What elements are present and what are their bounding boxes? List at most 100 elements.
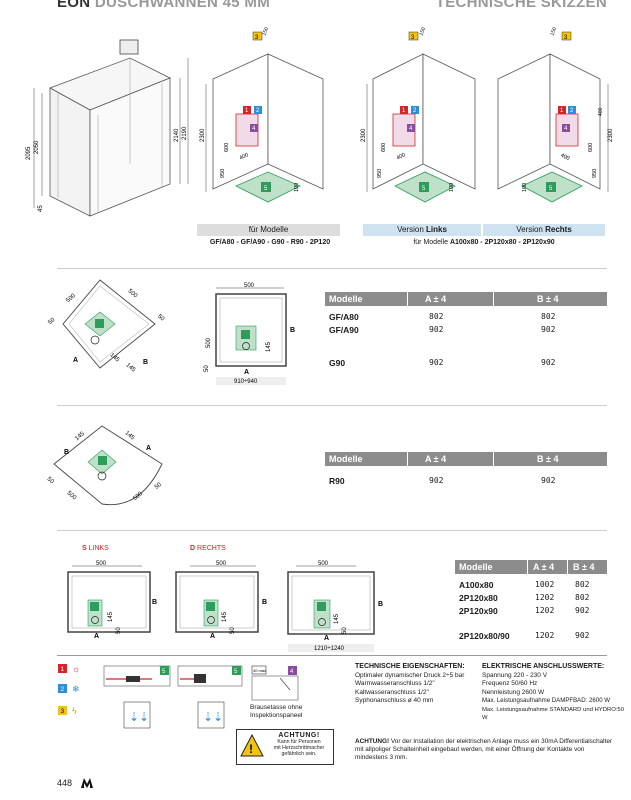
legend-4: 4 bbox=[290, 669, 294, 675]
badge1-b: 1 bbox=[402, 108, 406, 114]
s3-dim-d6: 50 bbox=[154, 482, 163, 491]
s2-t-top: 500 bbox=[244, 283, 255, 289]
elec-title: ELEKTRISCHE ANSCHLUSSWERTE: bbox=[482, 663, 605, 670]
table4-h-b: B ± 4 bbox=[573, 562, 595, 572]
legend-1: 1 bbox=[61, 666, 65, 673]
table4-h-a: A ± 4 bbox=[533, 562, 555, 572]
tech-line: Optimaler dynamischer Druck 2÷5 bar bbox=[355, 671, 465, 679]
badge2-c: 2 bbox=[570, 108, 574, 114]
table4-h-model: Modelle bbox=[459, 562, 493, 572]
s4-m-h: 145 bbox=[334, 613, 340, 624]
s2-dim-d2: 500 bbox=[127, 288, 139, 299]
s2-dim-d3: 50 bbox=[47, 317, 56, 326]
tray-caption: Brausetasse ohne Inspektionspaneel bbox=[250, 704, 314, 720]
table4-model: A100x80 bbox=[459, 580, 494, 590]
warning-box: ! ACHTUNG! Kann für Personen mit Herzsch… bbox=[236, 729, 334, 765]
drain-sketch-2: 5 ⇣⇣ bbox=[177, 665, 243, 729]
version-models-label: für Modelle bbox=[413, 239, 448, 246]
s3-dim-d4: 500 bbox=[132, 491, 144, 502]
table2-b: 902 bbox=[541, 358, 556, 367]
version-links-bold: Links bbox=[426, 225, 447, 234]
table3-header: Modelle A ± 4 B ± 4 bbox=[325, 452, 607, 466]
badge1-a: 1 bbox=[245, 108, 249, 114]
warning-triangle-icon: ! bbox=[240, 733, 264, 757]
s2-dim-d6: 145 bbox=[125, 362, 137, 373]
table4-header: Modelle A ± 4 B ± 4 bbox=[455, 560, 607, 574]
legend-5-b: 5 bbox=[234, 669, 238, 675]
tray-caption-1: Brausetasse ohne bbox=[250, 704, 303, 711]
connection-legend-icons: 1 ☼ 2 ❄ 3 ϟ bbox=[58, 664, 80, 716]
table3-h-a: A ± 4 bbox=[425, 454, 447, 464]
s4-r-top: 500 bbox=[216, 561, 227, 567]
s2-dim-d5: 145 bbox=[109, 352, 121, 363]
tech-line: Warmwasseranschluss 1/2" bbox=[355, 680, 435, 687]
panel-label: 40 max bbox=[253, 668, 266, 673]
version-models-list: A100x80 - 2P120x80 - 2P120x90 bbox=[449, 239, 555, 246]
dim-s2-c: 400 bbox=[396, 152, 407, 161]
elec-line: Nennleistung 2600 W bbox=[482, 688, 545, 696]
s4-l-s: 50 bbox=[116, 627, 122, 634]
achtung-bold: ACHTUNG! bbox=[355, 738, 390, 745]
table4-row: 2P120x80/90 1202 902 bbox=[455, 631, 607, 643]
table4-a: 1202 bbox=[535, 593, 555, 602]
badge4-a: 4 bbox=[252, 126, 256, 132]
table4-a: 1002 bbox=[535, 580, 555, 589]
dim-s2-d: 100 bbox=[449, 183, 455, 192]
s3-dim-d5: 50 bbox=[46, 476, 55, 485]
elec-line: Max. Leistungsaufnahme DAMPFBAD: 2600 W bbox=[482, 697, 611, 704]
warning-title: ACHTUNG! bbox=[278, 732, 320, 739]
table3-h-b: B ± 4 bbox=[537, 454, 559, 464]
warning-line3: gefährlich sein. bbox=[281, 751, 317, 757]
table2-row: GF/A90 902 902 bbox=[325, 325, 607, 337]
table2-model: GF/A90 bbox=[329, 325, 359, 335]
table2-row: G90 902 902 bbox=[325, 358, 607, 370]
s2-dim-b: B bbox=[143, 359, 148, 366]
table4-model: 2P120x80/90 bbox=[459, 631, 510, 641]
divider-1 bbox=[57, 268, 607, 269]
heat-icon: ☼ bbox=[72, 664, 80, 674]
badge3-c: 3 bbox=[564, 35, 568, 41]
page-header: EON DUSCHWANNEN 45 MM TECHNISCHE SKIZZEN bbox=[0, 0, 631, 16]
dim-s1-h: 2300 bbox=[200, 128, 206, 142]
divider-3 bbox=[57, 530, 607, 531]
badge5-c: 5 bbox=[549, 186, 553, 192]
s4-l-h: 145 bbox=[108, 611, 114, 622]
table2-b: 802 bbox=[541, 312, 556, 321]
wall-sketch-rechts: 5 1 2 4 3 150 2300 950 600 400 100 400 bbox=[497, 26, 614, 203]
badge3-a: 3 bbox=[255, 35, 259, 41]
s2-dim-d4: 50 bbox=[156, 314, 165, 323]
badge2-a: 2 bbox=[256, 108, 260, 114]
s2-t-a: A bbox=[244, 369, 249, 376]
shower-cabin-3d-sketch: 2095 2050 2140 2190 45 bbox=[26, 39, 189, 217]
table2-h-model: Modelle bbox=[329, 294, 363, 304]
table4-row: A100x80 1002 802 bbox=[455, 580, 607, 592]
links-label: S LINKS bbox=[82, 545, 109, 552]
table2-h-b: B ± 4 bbox=[537, 294, 559, 304]
elec-line: Frequenz 50/60 Hz bbox=[482, 680, 538, 687]
s2-t-h: 145 bbox=[266, 341, 272, 352]
dim-s2-b: 600 bbox=[381, 143, 387, 152]
dim-h3: 2140 bbox=[174, 128, 180, 142]
rect-plan-rechts: 500 145 B 50 A bbox=[175, 561, 267, 640]
header-right-title: TECHNISCHE SKIZZEN bbox=[435, 0, 607, 11]
tech-line: Syphonanschluss ø 40 mm bbox=[355, 697, 434, 704]
s3-dim-d2: 145 bbox=[124, 430, 136, 441]
table2-a: 902 bbox=[429, 325, 444, 334]
s3-dim-d1: 145 bbox=[74, 431, 86, 442]
dim-s1-e: 150 bbox=[262, 26, 271, 36]
s4-l-b: B bbox=[152, 599, 157, 606]
dim-s3-c: 400 bbox=[560, 153, 571, 162]
svg-text:!: ! bbox=[249, 742, 253, 756]
achtung-note: ACHTUNG! Vor der Installation der elektr… bbox=[355, 738, 613, 762]
warning-line1: Kann für Personen bbox=[277, 739, 321, 745]
s4-l-top: 500 bbox=[96, 561, 107, 567]
caption-models-list: GF/A80 - GF/A90 - G90 - R90 - 2P120 bbox=[209, 239, 331, 246]
tech-title: TECHNISCHE EIGENSCHAFTEN: bbox=[355, 663, 465, 670]
table4-a: 1202 bbox=[535, 631, 555, 640]
rechts-label: D RECHTS bbox=[190, 545, 226, 552]
dim-s3-d: 100 bbox=[522, 183, 528, 192]
s4-m-s: 50 bbox=[342, 627, 348, 634]
table2-model: GF/A80 bbox=[329, 312, 359, 322]
table4-model: 2P120x80 bbox=[459, 593, 498, 603]
version-rechts-label: Version bbox=[516, 225, 543, 234]
